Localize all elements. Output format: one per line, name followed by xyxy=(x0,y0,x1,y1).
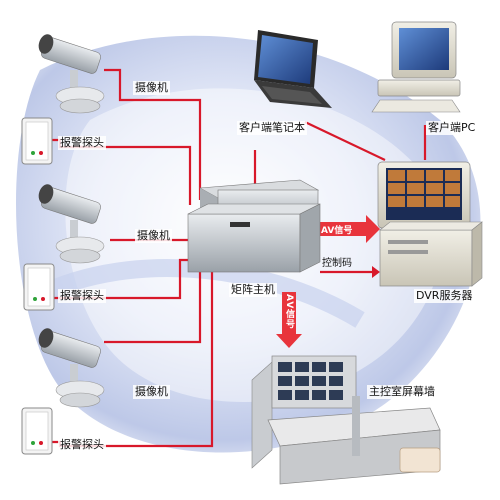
av-arrow-horizontal xyxy=(318,215,380,243)
control-code-label: 控制码 xyxy=(322,258,352,269)
line-camera-3 xyxy=(104,270,202,344)
matrix-host-icon xyxy=(187,179,321,273)
dvr-server-label: DVR服务器 xyxy=(414,289,475,303)
camera-3-icon xyxy=(38,328,105,408)
camera-1-icon xyxy=(38,34,105,114)
monitor-wall-label: 主控室屏幕墙 xyxy=(367,385,437,399)
camera-1-label: 摄像机 xyxy=(133,81,170,95)
line-laptop-dvr xyxy=(304,121,386,161)
av-signal-horizontal-label: AV信号 xyxy=(321,226,353,236)
camera-2-icon xyxy=(38,184,105,264)
dvr-server-icon xyxy=(377,161,483,287)
laptop-icon xyxy=(254,30,332,108)
alarm-2-label: 报警探头 xyxy=(58,289,106,303)
alarm-detector-3-icon xyxy=(21,407,53,455)
line-camera-1 xyxy=(104,68,202,200)
alarm-3-label: 报警探头 xyxy=(58,438,106,452)
av-arrow-vertical xyxy=(276,292,302,348)
alarm-detector-2-icon xyxy=(23,263,55,311)
camera-3-label: 摄像机 xyxy=(133,385,170,399)
camera-2-label: 摄像机 xyxy=(135,229,172,243)
line-alarm-2 xyxy=(54,258,190,300)
laptop-label: 客户端笔记本 xyxy=(237,121,307,135)
av-signal-vertical-label: AV信号 xyxy=(284,294,294,330)
desktop-pc-icon xyxy=(371,21,461,113)
alarm-1-label: 报警探头 xyxy=(58,136,106,150)
matrix-host-label: 矩阵主机 xyxy=(229,283,277,297)
monitor-wall-icon xyxy=(251,355,441,485)
alarm-detector-1-icon xyxy=(21,117,53,165)
control-code-arrowhead xyxy=(372,266,380,278)
pc-label: 客户端PC xyxy=(426,121,478,135)
